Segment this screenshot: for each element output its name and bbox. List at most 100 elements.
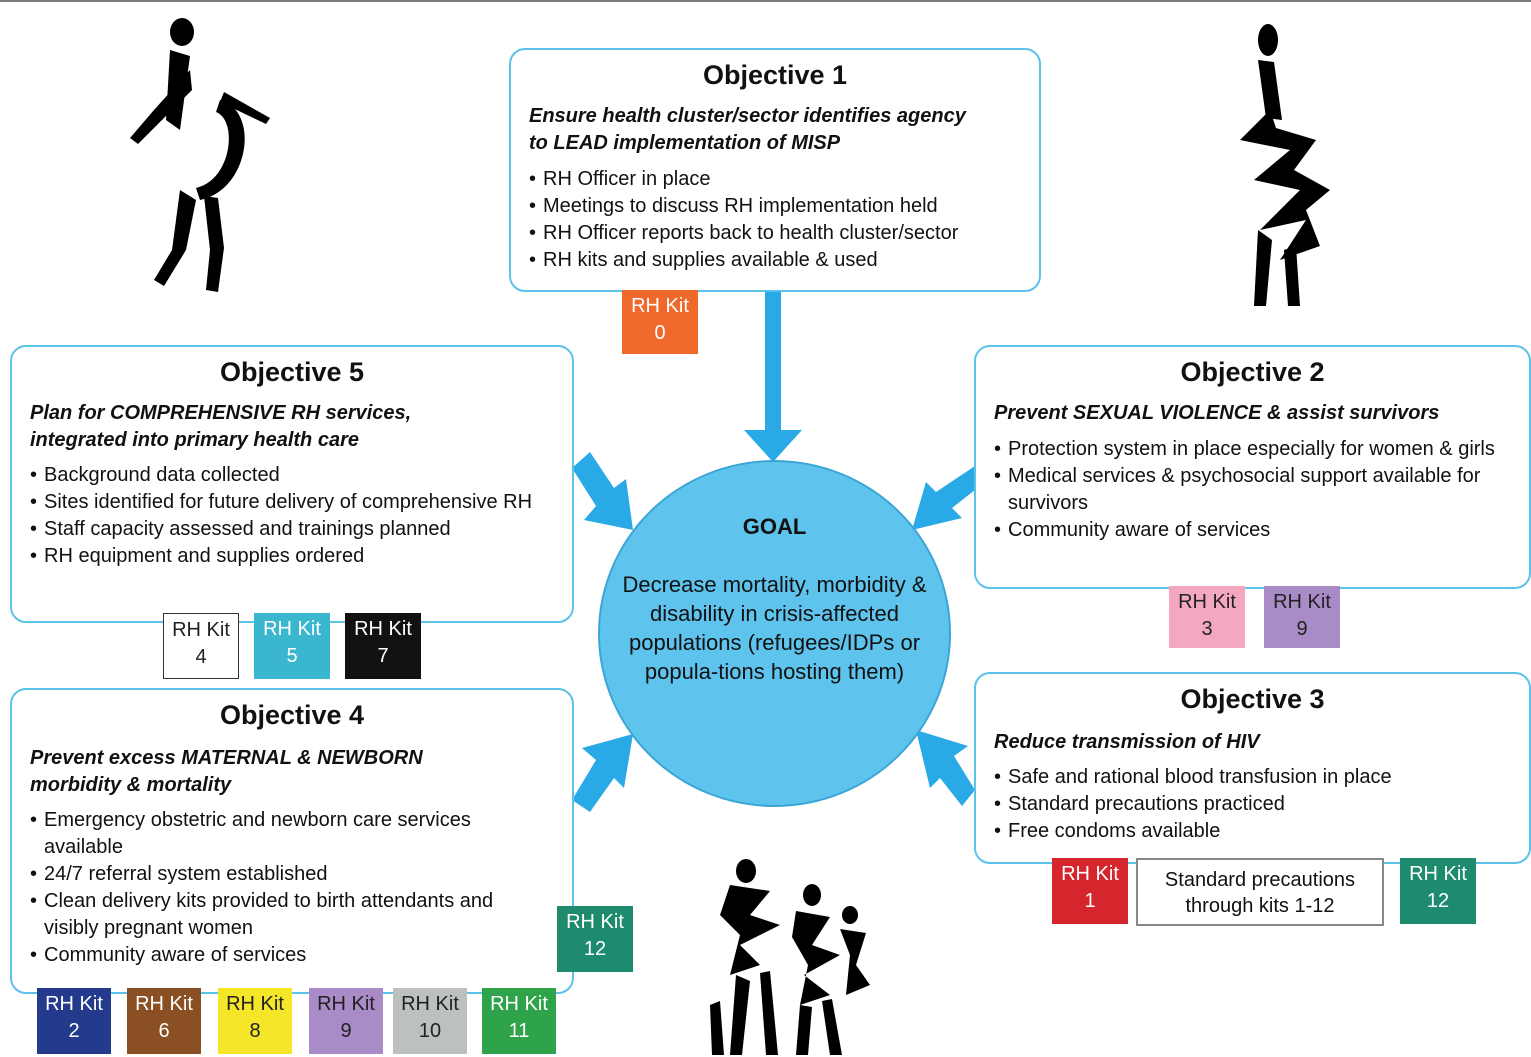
bullet-item: 24/7 referral system established	[30, 861, 522, 888]
kit-label: RH Kit	[135, 993, 193, 1015]
family-figure-bottom	[710, 859, 870, 1055]
kit-number: 2	[68, 1020, 80, 1042]
objective-3-subtitle: Reduce transmission of HIV	[994, 729, 1529, 756]
objective-1-title: Objective 1	[702, 60, 848, 90]
bullet-item: Clean delivery kits provided to birth at…	[30, 888, 522, 942]
objective-4-title: Objective 4	[219, 700, 365, 730]
kit-label: RH Kit	[1409, 863, 1467, 885]
rh-kit-4: RH Kit 4	[163, 613, 239, 679]
kit-number: 8	[249, 1020, 261, 1042]
standard-precautions-line: Standard precautions	[1164, 869, 1356, 891]
pregnant-woman-figure-top-left	[130, 18, 270, 292]
objective-1-box: Objective 1 Ensure health cluster/sector…	[509, 48, 1041, 292]
kit-label: RH Kit	[490, 993, 548, 1015]
objective-2-title: Objective 2	[1180, 357, 1325, 387]
bullet-item: Community aware of services	[994, 517, 1513, 544]
objective-5-title: Objective 5	[219, 357, 365, 387]
bullet-item: RH Officer reports back to health cluste…	[529, 220, 1039, 247]
bullet-item: Meetings to discuss RH implementation he…	[529, 193, 1039, 220]
kit-label: RH Kit	[401, 993, 459, 1015]
objective-1-subtitle-line: to LEAD implementation of MISP	[529, 132, 841, 154]
kit-number: 1	[1084, 890, 1096, 912]
kit-number: 5	[286, 645, 298, 667]
bullet-item: Protection system in place especially fo…	[994, 436, 1513, 463]
kit-label: RH Kit	[317, 993, 375, 1015]
objective-3-bullets: Safe and rational blood transfusion in p…	[994, 764, 1529, 845]
kit-number: 7	[377, 645, 389, 667]
objective-3-title: Objective 3	[1180, 684, 1325, 714]
objective-4-subtitle-line: Prevent excess MATERNAL & NEWBORN	[30, 747, 423, 769]
rh-kit-12-objective-3: RH Kit 12	[1400, 858, 1476, 924]
standard-precautions-box: Standard precautions through kits 1-12	[1136, 858, 1384, 926]
arrow-objective-5	[572, 452, 633, 530]
objective-5-subtitle: Plan for COMPREHENSIVE RH services, inte…	[30, 400, 572, 454]
standard-precautions-line: through kits 1-12	[1185, 895, 1335, 917]
kit-number: 11	[508, 1020, 530, 1042]
rh-kit-6: RH Kit 6	[127, 988, 201, 1054]
kit-label: RH Kit	[172, 619, 230, 641]
bullet-item: RH kits and supplies available & used	[529, 247, 1039, 274]
rh-kit-9-objective-2: RH Kit 9	[1264, 586, 1340, 648]
kit-number: 6	[158, 1020, 170, 1042]
bullet-item: RH equipment and supplies ordered	[30, 543, 558, 570]
kit-number: 9	[1296, 618, 1308, 640]
rh-kit-7: RH Kit 7	[345, 613, 421, 679]
objective-2-subtitle: Prevent SEXUAL VIOLENCE & assist survivo…	[994, 400, 1529, 427]
kit-label: RH Kit	[45, 993, 103, 1015]
objective-4-bullets: Emergency obstetric and newborn care ser…	[30, 807, 522, 969]
objective-1-bullets: RH Officer in place Meetings to discuss …	[529, 166, 1039, 274]
bullet-item: Safe and rational blood transfusion in p…	[994, 764, 1529, 791]
goal-description: Decrease mortality, morbidity & disabili…	[622, 572, 927, 684]
rh-kit-2: RH Kit 2	[37, 988, 111, 1054]
kit-number: 3	[1201, 618, 1213, 640]
objective-5-subtitle-line: Plan for COMPREHENSIVE RH services,	[30, 402, 412, 424]
kit-label: RH Kit	[354, 618, 412, 640]
bullet-item: Community aware of services	[30, 942, 522, 969]
kit-number: 12	[583, 938, 607, 960]
objective-4-subtitle-line: morbidity & mortality	[30, 774, 232, 796]
rh-kit-10: RH Kit 10	[393, 988, 467, 1054]
rh-kit-9-objective-4: RH Kit 9	[309, 988, 383, 1054]
bullet-item: Medical services & psychosocial support …	[994, 463, 1513, 517]
bullet-item: RH Officer in place	[529, 166, 1039, 193]
objective-1-subtitle: Ensure health cluster/sector identifies …	[529, 103, 1039, 157]
kit-number: 10	[418, 1020, 442, 1042]
bullet-item: Emergency obstetric and newborn care ser…	[30, 807, 522, 861]
objective-3-box: Objective 3 Reduce transmission of HIV S…	[974, 672, 1531, 864]
bullet-item: Free condoms available	[994, 818, 1529, 845]
kit-label: RH Kit	[566, 911, 624, 933]
kit-label: RH Kit	[263, 618, 321, 640]
arrow-objective-1	[744, 292, 802, 462]
objective-4-box: Objective 4 Prevent excess MATERNAL & NE…	[10, 688, 574, 994]
kit-label: RH Kit	[1273, 591, 1331, 613]
kit-number: 12	[1426, 890, 1450, 912]
kit-number: 0	[654, 322, 666, 344]
kit-label: RH Kit	[226, 993, 284, 1015]
woman-figure-top-right	[1240, 24, 1330, 306]
objective-5-bullets: Background data collected Sites identifi…	[30, 462, 558, 570]
kit-number: 4	[195, 646, 207, 668]
objective-2-bullets: Protection system in place especially fo…	[994, 436, 1513, 544]
objective-5-subtitle-line: integrated into primary health care	[30, 429, 359, 451]
objective-1-subtitle-line: Ensure health cluster/sector identifies …	[529, 105, 966, 127]
objective-2-subtitle-line: Prevent SEXUAL VIOLENCE & assist survivo…	[994, 402, 1440, 424]
rh-kit-11: RH Kit 11	[482, 988, 556, 1054]
bullet-item: Sites identified for future delivery of …	[30, 489, 558, 516]
bullet-item: Standard precautions practiced	[994, 791, 1529, 818]
arrow-objective-3	[916, 730, 975, 806]
goal-circle: GOAL Decrease mortality, morbidity & dis…	[598, 460, 951, 807]
rh-kit-8: RH Kit 8	[218, 988, 292, 1054]
rh-kit-0: RH Kit 0	[622, 290, 698, 354]
objective-5-box: Objective 5 Plan for COMPREHENSIVE RH se…	[10, 345, 574, 623]
objective-4-subtitle: Prevent excess MATERNAL & NEWBORN morbid…	[30, 745, 572, 799]
rh-kit-12-objective-4: RH Kit 12	[557, 906, 633, 972]
objective-2-box: Objective 2 Prevent SEXUAL VIOLENCE & as…	[974, 345, 1531, 589]
arrow-objective-4	[572, 734, 633, 812]
rh-kit-3: RH Kit 3	[1169, 586, 1245, 648]
bullet-item: Background data collected	[30, 462, 558, 489]
kit-number: 9	[340, 1020, 352, 1042]
rh-kit-5: RH Kit 5	[254, 613, 330, 679]
objective-3-subtitle-line: Reduce transmission of HIV	[994, 731, 1260, 753]
kit-label: RH Kit	[631, 295, 689, 317]
